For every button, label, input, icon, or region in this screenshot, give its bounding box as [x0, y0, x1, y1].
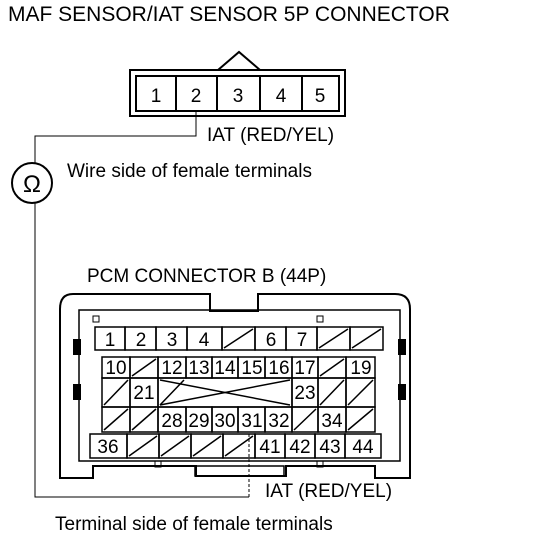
maf-pin-2: 2	[191, 86, 202, 107]
maf-pin-5: 5	[315, 86, 326, 107]
pcm-pin-43: 43	[319, 437, 340, 458]
pcm-pin-42: 42	[289, 437, 310, 458]
pcm-pin-4: 4	[199, 330, 210, 351]
pcm-pin-14: 14	[214, 358, 236, 379]
maf-pin-4: 4	[276, 86, 287, 107]
maf-connector-lock-tab	[217, 50, 261, 71]
pcm-pin-10: 10	[105, 358, 126, 379]
maf-pin-1: 1	[151, 86, 162, 107]
pcm-pin-19: 19	[350, 358, 371, 379]
pcm-pin-44: 44	[352, 437, 374, 458]
pcm-pin-30: 30	[214, 411, 235, 432]
pcm-pin-16: 16	[268, 358, 289, 379]
maf-pin-box-5	[301, 75, 340, 112]
pcm-pin-36: 36	[97, 437, 118, 458]
test-lead-to-pcm	[34, 203, 249, 498]
pcm-pin-34: 34	[321, 411, 343, 432]
pcm-cavity-grid	[89, 326, 384, 459]
maf-connector-body	[129, 69, 346, 117]
maf-connector	[129, 50, 346, 117]
pcm-pin-17: 17	[294, 358, 315, 379]
pcm-view-label: Terminal side of female terminals	[55, 514, 333, 535]
pcm-pin-32: 32	[268, 411, 289, 432]
pcm-connector-title: PCM CONNECTOR B (44P)	[87, 266, 326, 287]
pcm-pin-21: 21	[133, 383, 154, 404]
pcm-pin-labels: 1 2 3 4 6 7 10 12 13 14 15 16 17 19 21 2…	[97, 330, 374, 458]
maf-pin-3: 3	[233, 86, 244, 107]
test-lead-to-maf	[34, 111, 197, 163]
pcm-pin-29: 29	[188, 411, 209, 432]
pcm-pin-3: 3	[167, 330, 178, 351]
pcm-pin-13: 13	[188, 358, 209, 379]
maf-wire-label: IAT (RED/YEL)	[207, 125, 334, 146]
pcm-pin-28: 28	[161, 411, 182, 432]
pcm-pin-15: 15	[241, 358, 262, 379]
ohmmeter-symbol: Ω	[23, 171, 41, 198]
ohmmeter-icon	[11, 162, 53, 204]
pcm-pin-31: 31	[241, 411, 262, 432]
pcm-connector-housing	[59, 293, 411, 479]
pcm-pin-6: 6	[266, 330, 277, 351]
pcm-pin-7: 7	[297, 330, 308, 351]
pcm-pin-41: 41	[259, 437, 280, 458]
pcm-wire-label: IAT (RED/YEL)	[265, 481, 392, 502]
maf-connector-title: MAF SENSOR/IAT SENSOR 5P CONNECTOR	[8, 3, 450, 26]
maf-view-label: Wire side of female terminals	[67, 161, 312, 182]
pcm-pin-1: 1	[105, 330, 116, 351]
pcm-pin-23: 23	[294, 383, 315, 404]
pcm-pin-2: 2	[136, 330, 147, 351]
pcm-pin-12: 12	[161, 358, 182, 379]
